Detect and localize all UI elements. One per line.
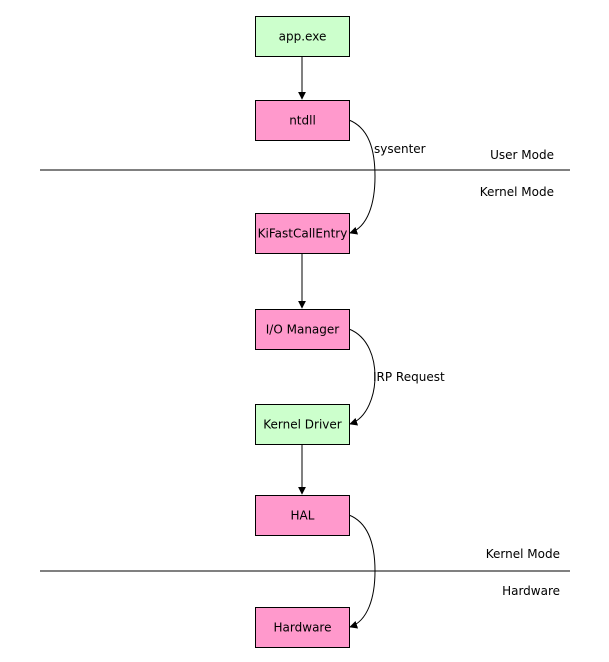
edge-io-manager-to-kernel-driver xyxy=(348,328,376,426)
node-box-ntdll xyxy=(255,100,350,141)
node-hal: HAL xyxy=(255,495,350,536)
zone-label-below-user-kernel: Kernel Mode xyxy=(480,185,554,199)
edge-ntdll-to-kifastcallentry xyxy=(348,119,376,235)
node-box-app-exe xyxy=(255,16,350,57)
node-box-io-manager xyxy=(255,309,350,350)
node-label-hardware: Hardware xyxy=(274,621,332,635)
node-hardware: Hardware xyxy=(255,607,350,648)
node-label-app-exe: app.exe xyxy=(279,30,327,44)
node-box-hardware xyxy=(255,607,350,648)
node-box-hal xyxy=(255,495,350,536)
node-app-exe: app.exe xyxy=(255,16,350,57)
zone-label-above-user-kernel: User Mode xyxy=(490,148,554,162)
node-box-kifastcallentry xyxy=(255,213,350,254)
node-box-kernel-driver xyxy=(255,404,350,445)
node-label-io-manager: I/O Manager xyxy=(266,323,340,337)
node-ntdll: ntdll xyxy=(255,100,350,141)
node-label-ntdll: ntdll xyxy=(289,114,316,128)
edge-hal-to-hardware xyxy=(348,514,376,629)
edge-label-ntdll-to-kifastcallentry: sysenter xyxy=(374,142,426,156)
node-kernel-driver: Kernel Driver xyxy=(255,404,350,445)
zone-label-above-kernel-hardware: Kernel Mode xyxy=(486,547,560,561)
node-label-hal: HAL xyxy=(291,509,315,523)
node-label-kernel-driver: Kernel Driver xyxy=(263,418,342,432)
node-io-manager: I/O Manager xyxy=(255,309,350,350)
node-label-kifastcallentry: KiFastCallEntry xyxy=(258,227,348,241)
node-kifastcallentry: KiFastCallEntry xyxy=(255,213,350,254)
zone-label-below-kernel-hardware: Hardware xyxy=(502,584,560,598)
edge-label-io-manager-to-kernel-driver: IRP Request xyxy=(373,370,445,384)
